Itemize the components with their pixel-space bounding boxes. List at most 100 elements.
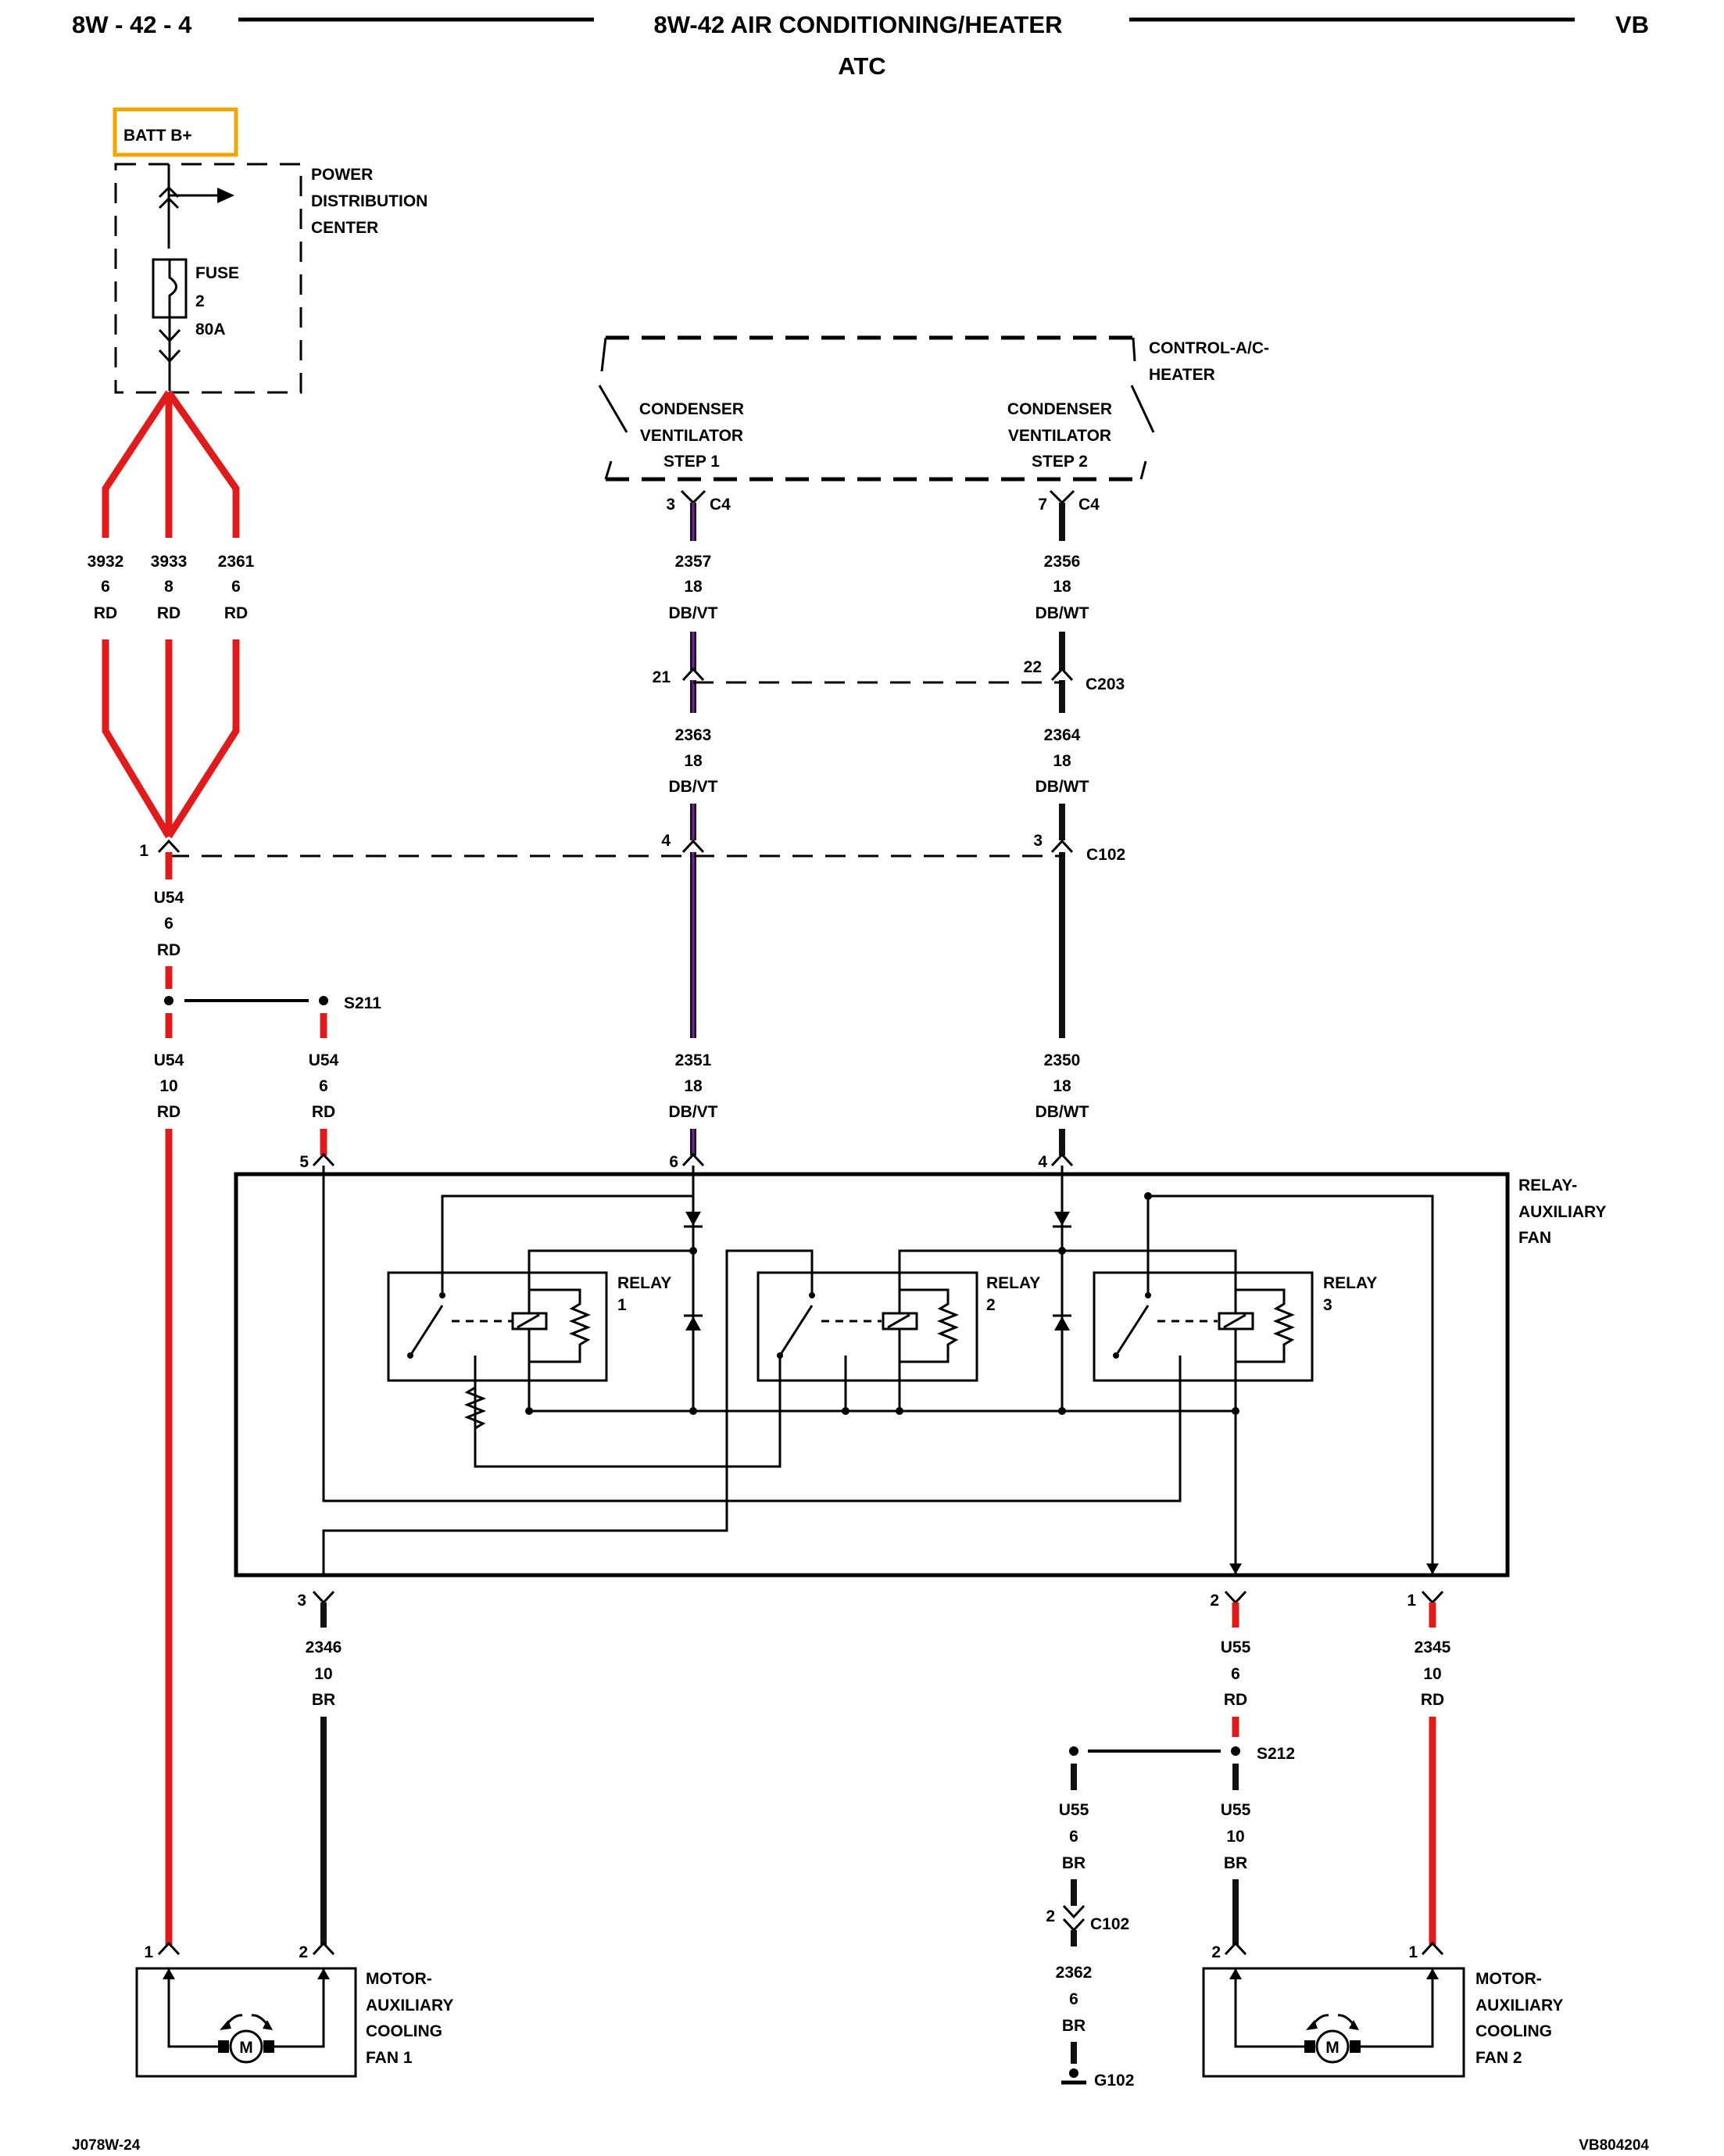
diode-icon bbox=[1054, 1212, 1070, 1226]
wire-2346-color: BR bbox=[312, 1691, 335, 1709]
model-code: VB bbox=[1615, 11, 1649, 38]
c203-pin-22: 22 bbox=[1024, 658, 1042, 676]
step1-wire: 3 C4 2357 18 DB/VT 21 2363 18 DB/VT 4 23… bbox=[653, 489, 731, 1171]
wire-2346-circuit: 2346 bbox=[306, 1638, 342, 1656]
wire-u54-c-circuit: U54 bbox=[309, 1051, 339, 1069]
c203-pin-21: 21 bbox=[653, 668, 671, 686]
wire-2351-gauge: 18 bbox=[684, 1077, 703, 1095]
motor1-outline bbox=[135, 1967, 357, 2078]
wire-3932-gauge: 6 bbox=[101, 578, 110, 596]
step1-label-3: STEP 1 bbox=[663, 453, 720, 471]
s211-splice-dot bbox=[164, 996, 173, 1005]
rotation-arrow-icon bbox=[220, 2020, 231, 2030]
batt-source: BATT B+ bbox=[113, 107, 238, 157]
relay-2-number: 2 bbox=[986, 1296, 996, 1314]
wire-2361-color: RD bbox=[224, 604, 248, 622]
diode-icon bbox=[685, 1212, 701, 1226]
footer: J078W-24 VB804204 bbox=[72, 2137, 1649, 2154]
s211-splice-dot-right bbox=[319, 996, 328, 1005]
motor-icon bbox=[229, 2029, 263, 2064]
wire-2364-gauge: 18 bbox=[1053, 752, 1071, 770]
diode-icon bbox=[1054, 1316, 1070, 1330]
wire-2351-circuit: 2351 bbox=[675, 1051, 712, 1069]
relay-3-number: 3 bbox=[1323, 1296, 1332, 1314]
wire-3932-color: RD bbox=[94, 604, 117, 622]
wire-2350-color: DB/WT bbox=[1035, 1103, 1089, 1121]
relay-pin-1: 1 bbox=[1407, 1592, 1416, 1610]
c102-pin-4: 4 bbox=[661, 832, 671, 850]
wire-u55-a-gauge: 6 bbox=[1231, 1665, 1240, 1683]
diode-icon bbox=[685, 1316, 701, 1330]
wire-u54-a-circuit: U54 bbox=[154, 889, 184, 907]
motor2-label-2: AUXILIARY bbox=[1475, 1997, 1563, 2015]
wire-2361-gauge: 6 bbox=[231, 578, 241, 596]
motor2-label-1: MOTOR- bbox=[1475, 1970, 1542, 1988]
wire-2356-gauge: 18 bbox=[1053, 578, 1071, 596]
control-label-1: CONTROL-A/C- bbox=[1149, 339, 1269, 357]
relay-pin-6: 6 bbox=[669, 1153, 678, 1171]
relay-module: RELAY- AUXILIARY FAN RELAY 1 RELAY 2 bbox=[234, 1166, 1606, 1578]
wire-2363-gauge: 18 bbox=[684, 752, 703, 770]
motor1-pin-1: 1 bbox=[144, 1943, 153, 1961]
wire-2362-gauge: 6 bbox=[1069, 1990, 1078, 2008]
fuse-rating: 80A bbox=[195, 321, 226, 338]
wire-3933-color: RD bbox=[157, 604, 181, 622]
step2-wire: 7 C4 2356 18 DB/WT 22 C203 2364 18 DB/WT… bbox=[1024, 489, 1125, 1171]
motor-icon bbox=[1315, 2029, 1350, 2064]
step1-label-2: VENTILATOR bbox=[640, 427, 743, 445]
c102b-label: C102 bbox=[1090, 1915, 1129, 1933]
relay-pin-2: 2 bbox=[1210, 1592, 1219, 1610]
wire-u55-b-gauge: 6 bbox=[1069, 1828, 1078, 1846]
relay-pin-5: 5 bbox=[299, 1153, 309, 1171]
wire-2363-color: DB/VT bbox=[669, 778, 718, 796]
wire-2357-gauge: 18 bbox=[684, 578, 703, 596]
wire-u54-a-color: RD bbox=[157, 941, 181, 959]
relay-internal-wiring bbox=[322, 1166, 1434, 1574]
power-distribution-center: POWER DISTRIBUTION CENTER FUSE 2 80A bbox=[114, 163, 427, 394]
motor2-label-3: COOLING bbox=[1475, 2022, 1552, 2040]
wire-u54-c-color: RD bbox=[312, 1103, 335, 1121]
wire-3932-circuit: 3932 bbox=[88, 553, 124, 571]
fuse-label: FUSE bbox=[195, 264, 239, 282]
chevron-down-icon bbox=[1062, 1904, 1086, 1919]
c102-pin-3: 3 bbox=[1033, 832, 1043, 850]
wire-2364-circuit: 2364 bbox=[1044, 726, 1081, 744]
wire-u55-c-circuit: U55 bbox=[1221, 1801, 1251, 1819]
switch-icon bbox=[778, 1305, 814, 1356]
wire-u55-b-color: BR bbox=[1062, 1854, 1086, 1872]
s211-label: S211 bbox=[344, 994, 381, 1012]
motor1-label-4: FAN 1 bbox=[366, 2049, 413, 2067]
wire-2357-color: DB/VT bbox=[669, 604, 718, 622]
pdc-label-2: DISTRIBUTION bbox=[311, 192, 427, 210]
wire-2362-circuit: 2362 bbox=[1056, 1964, 1093, 1982]
wire-2345-gauge: 10 bbox=[1423, 1665, 1441, 1683]
step2-label-3: STEP 2 bbox=[1032, 453, 1088, 471]
control-ac-heater: CONTROL-A/C- HEATER CONDENSER VENTILATOR… bbox=[598, 335, 1269, 482]
wire-3933-gauge: 8 bbox=[164, 578, 173, 596]
switch-icon bbox=[1114, 1305, 1150, 1356]
pdc-label-1: POWER bbox=[311, 166, 373, 184]
motor1-symbol: M bbox=[239, 2039, 253, 2057]
rotation-arrow-icon bbox=[1306, 2020, 1318, 2030]
step2-label-2: VENTILATOR bbox=[1008, 427, 1111, 445]
relay-pin-3: 3 bbox=[297, 1592, 306, 1610]
c4-pin-7: 7 bbox=[1038, 496, 1047, 514]
c4-pin-3: 3 bbox=[666, 496, 675, 514]
motor2-pin-2: 2 bbox=[1211, 1943, 1221, 1961]
wire-u54-b-circuit: U54 bbox=[154, 1051, 184, 1069]
step2-label-1: CONDENSER bbox=[1007, 400, 1112, 418]
motor1-pin-2: 2 bbox=[299, 1943, 308, 1961]
motor2-symbol: M bbox=[1325, 2039, 1339, 2057]
wire-2356-color: DB/WT bbox=[1035, 604, 1089, 622]
wire-2350-gauge: 18 bbox=[1053, 1077, 1071, 1095]
relay-pin-4: 4 bbox=[1038, 1153, 1047, 1171]
switch-icon bbox=[409, 1305, 444, 1356]
relay-3-label: RELAY bbox=[1323, 1274, 1377, 1292]
motor1-label-3: COOLING bbox=[366, 2022, 442, 2040]
wire-2356-circuit: 2356 bbox=[1044, 553, 1081, 571]
control-label-2: HEATER bbox=[1149, 366, 1215, 384]
wire-u55-a-color: RD bbox=[1224, 1691, 1247, 1709]
header: 8W - 42 - 4 8W-42 AIR CONDITIONING/HEATE… bbox=[72, 11, 1649, 80]
pdc-outline bbox=[114, 163, 302, 394]
